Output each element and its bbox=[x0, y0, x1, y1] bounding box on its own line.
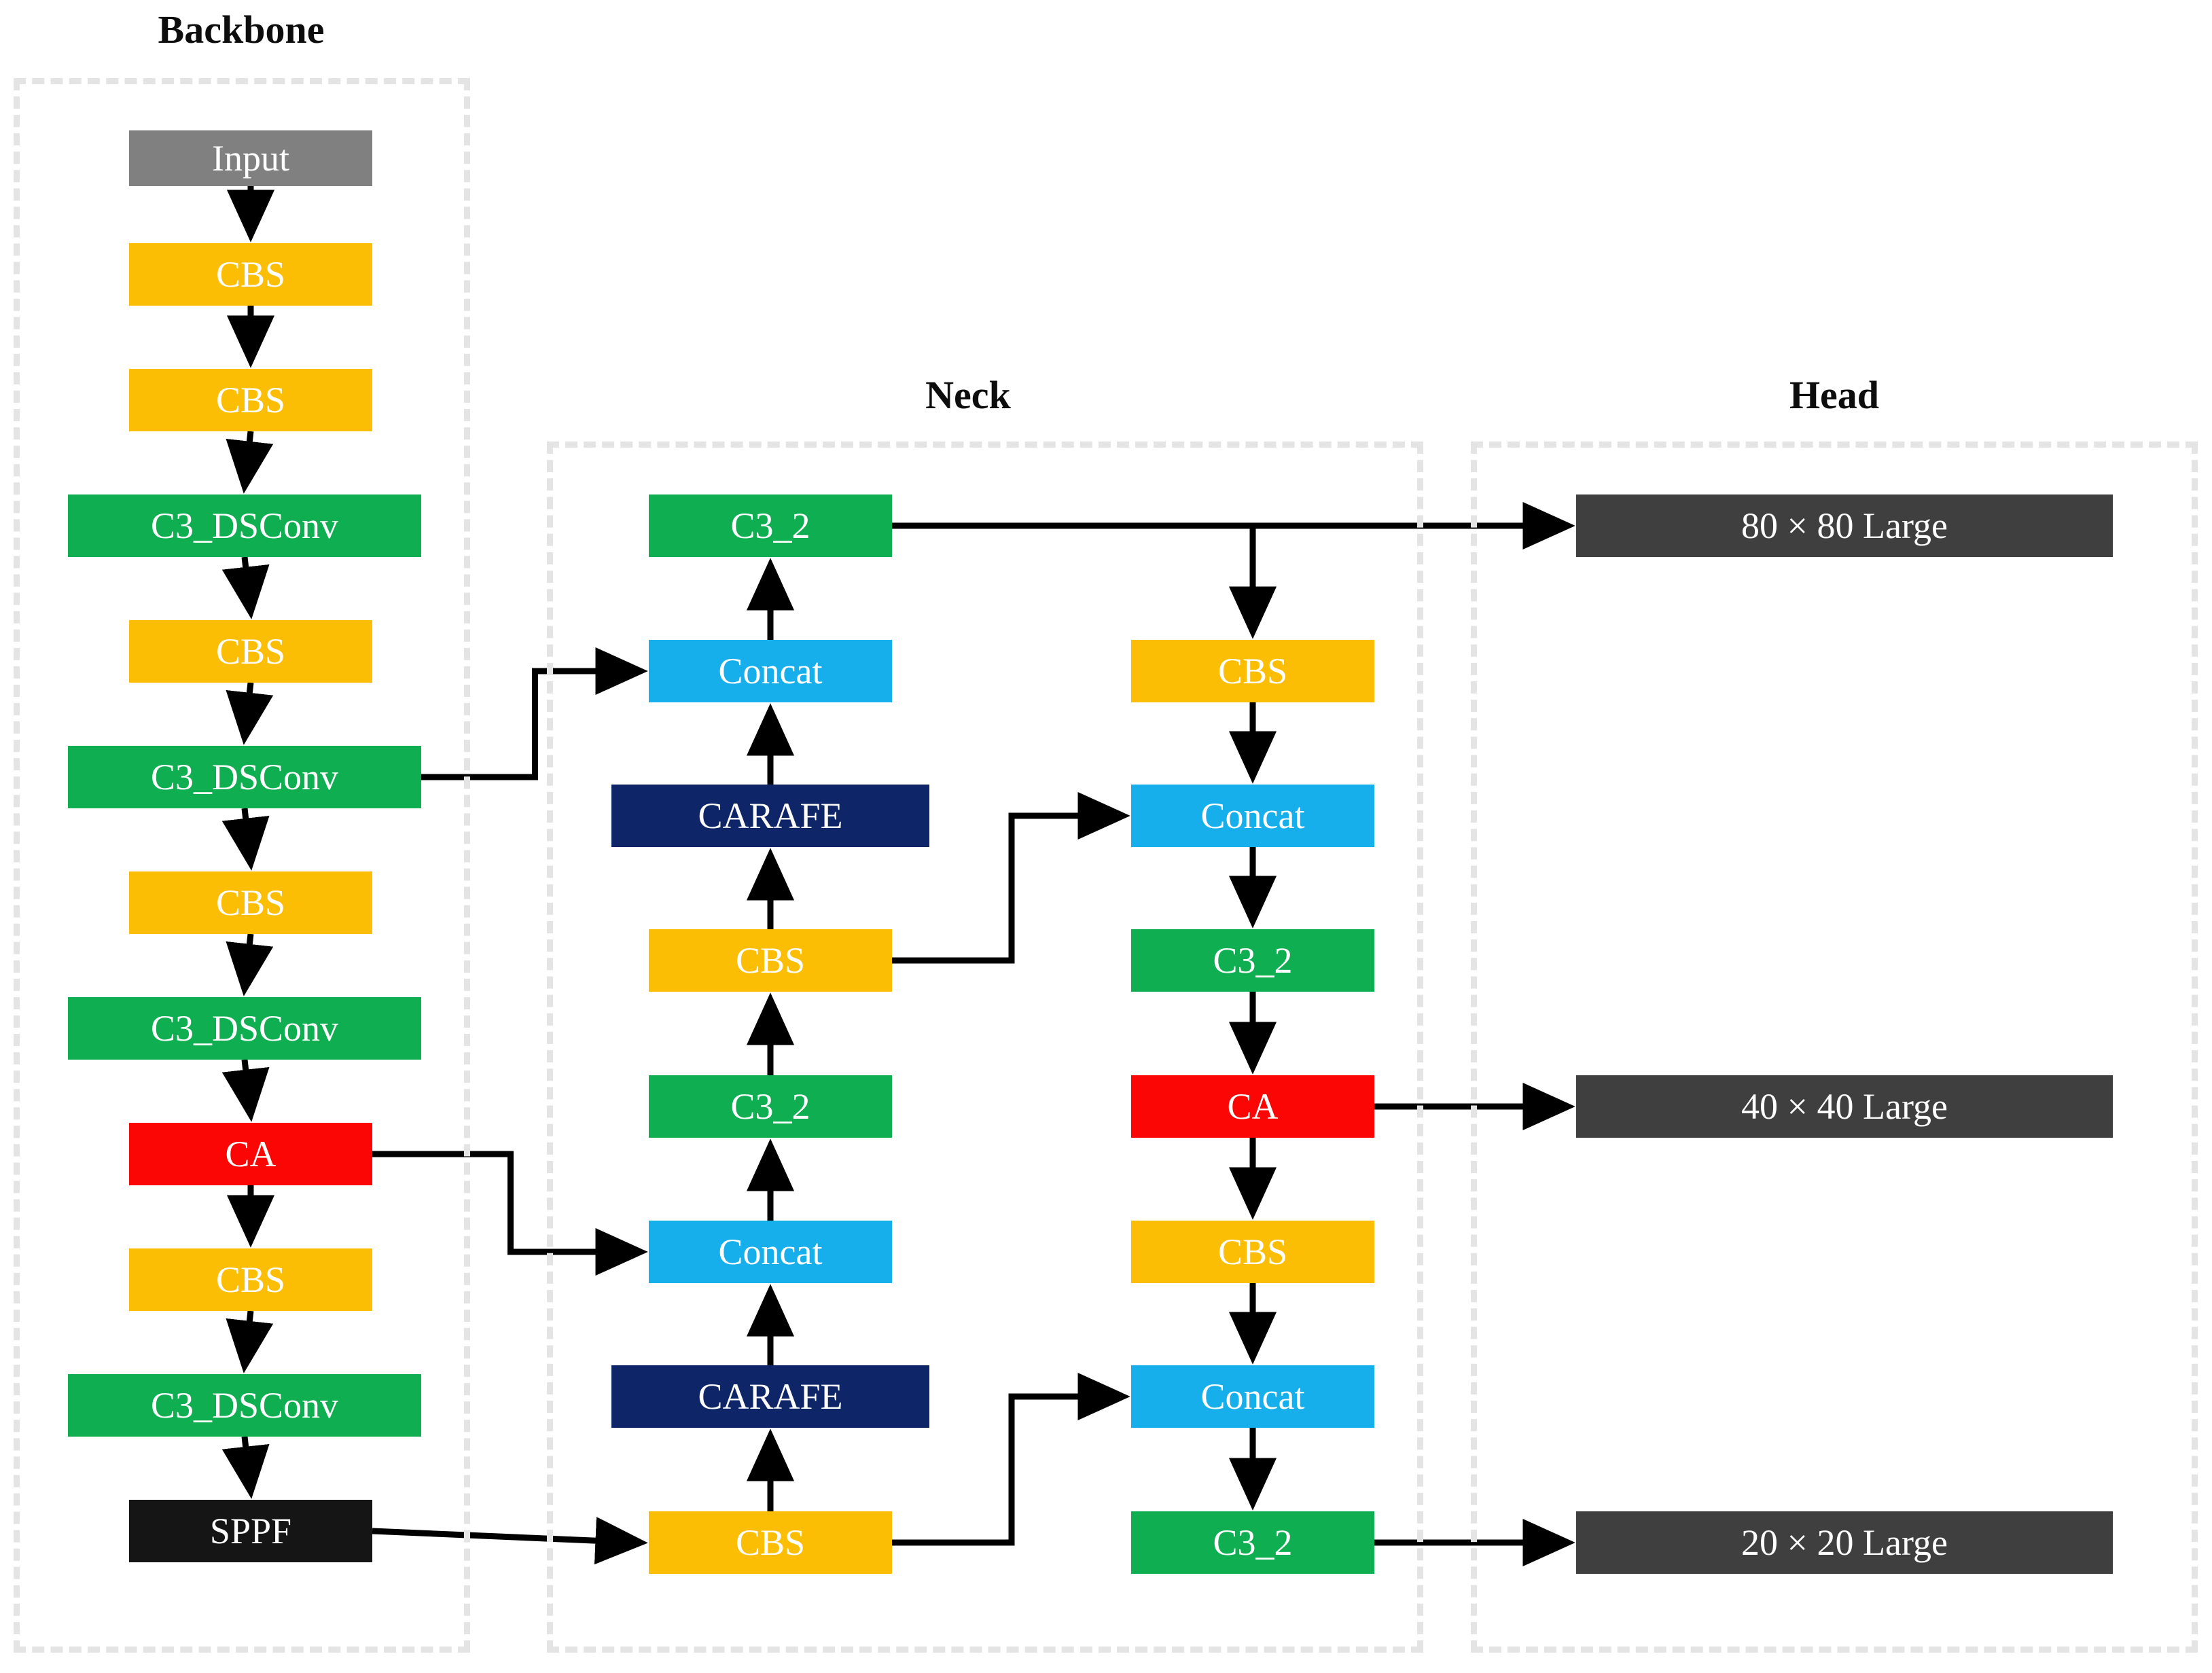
node-n_c32b: C3_2 bbox=[649, 1075, 892, 1138]
node-n_cbsb: CBS bbox=[649, 1511, 892, 1574]
node-h_large80: 80 × 80 Large bbox=[1576, 494, 2113, 557]
node-n_c32d: C3_2 bbox=[1131, 1511, 1374, 1574]
node-b_c3d3: C3_DSConv bbox=[68, 997, 421, 1060]
group-box-backbone bbox=[14, 78, 470, 1653]
node-n_catc: Concat bbox=[1131, 785, 1374, 847]
node-h_large20: 20 × 20 Large bbox=[1576, 1511, 2113, 1574]
group-box-head bbox=[1471, 442, 2198, 1653]
node-n_cara2: CARAFE bbox=[611, 1365, 929, 1428]
node-b_input: Input bbox=[129, 130, 372, 186]
group-title-neck: Neck bbox=[925, 373, 1011, 417]
node-n_cara1: CARAFE bbox=[611, 785, 929, 847]
node-n_cata: Concat bbox=[649, 640, 892, 702]
node-b_cbs2: CBS bbox=[129, 369, 372, 431]
node-n_catb: Concat bbox=[649, 1221, 892, 1283]
node-n_cbsd: CBS bbox=[1131, 1221, 1374, 1283]
node-n_cbsa: CBS bbox=[649, 929, 892, 992]
node-h_large40: 40 × 40 Large bbox=[1576, 1075, 2113, 1138]
node-b_ca: CA bbox=[129, 1123, 372, 1185]
node-n_c32a: C3_2 bbox=[649, 494, 892, 557]
node-b_c3d1: C3_DSConv bbox=[68, 494, 421, 557]
group-box-neck bbox=[547, 442, 1423, 1653]
node-b_cbs4: CBS bbox=[129, 871, 372, 934]
group-title-backbone: Backbone bbox=[158, 7, 325, 52]
group-title-head: Head bbox=[1789, 373, 1880, 417]
node-n_ca2: CA bbox=[1131, 1075, 1374, 1138]
node-b_cbs3: CBS bbox=[129, 620, 372, 683]
node-b_cbs5: CBS bbox=[129, 1248, 372, 1311]
node-n_c32c: C3_2 bbox=[1131, 929, 1374, 992]
node-n_cbsc: CBS bbox=[1131, 640, 1374, 702]
node-b_cbs1: CBS bbox=[129, 243, 372, 306]
node-b_c3d4: C3_DSConv bbox=[68, 1374, 421, 1437]
node-b_c3d2: C3_DSConv bbox=[68, 746, 421, 808]
node-n_catd: Concat bbox=[1131, 1365, 1374, 1428]
node-b_sppf: SPPF bbox=[129, 1500, 372, 1562]
